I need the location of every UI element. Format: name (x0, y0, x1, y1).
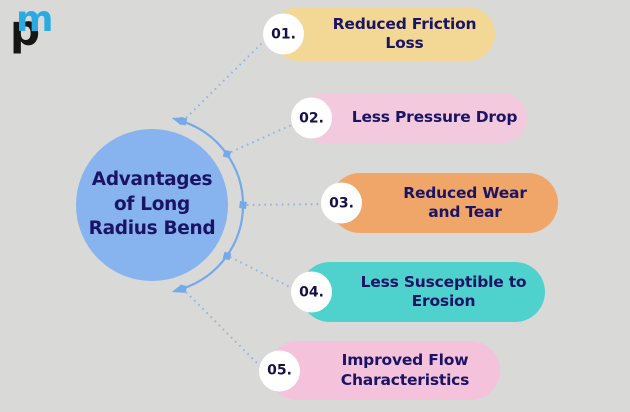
hub-circle: Advantages of Long Radius Bend (76, 129, 228, 281)
brand-logo: m p (6, 0, 60, 62)
arrowhead-top (171, 117, 184, 126)
node-1 (178, 117, 188, 126)
advantage-label-5: Improved Flow Characteristics (340, 351, 470, 389)
advantage-label-4: Less Susceptible to Erosion (360, 272, 527, 310)
node-5 (178, 284, 188, 293)
number-badge-1: 01. (263, 13, 304, 55)
node-3 (239, 201, 247, 209)
number-badge-2: 02. (291, 97, 332, 139)
logo-m-letter: m (16, 0, 54, 40)
advantage-label-1: Reduced Friction Loss (332, 14, 477, 52)
advantage-pill-2: 02. Less Pressure Drop (291, 93, 527, 143)
dotted-line-2 (230, 122, 297, 153)
logo-p-letter: p (10, 6, 41, 55)
dotted-line-4 (229, 256, 297, 291)
advantage-label-2: Less Pressure Drop (351, 108, 518, 127)
arrowhead-bottom (171, 284, 184, 293)
advantage-pill-5: 05. Improved Flow Characteristics (259, 341, 500, 400)
node-4 (222, 251, 232, 261)
number-badge-3: 03. (321, 182, 362, 224)
node-2 (222, 149, 232, 159)
dotted-line-5 (185, 291, 263, 369)
hub-title: Advantages of Long Radius Bend (88, 169, 216, 240)
advantage-pill-1: 01. Reduced Friction Loss (263, 7, 495, 61)
advantage-pill-3: 03. Reduced Wear and Tear (321, 173, 558, 233)
advantage-label-3: Reduced Wear and Tear (403, 183, 527, 221)
dotted-line-1 (185, 41, 264, 119)
advantage-pill-4: 04. Less Susceptible to Erosion (291, 262, 545, 322)
number-badge-5: 05. (259, 350, 300, 391)
dotted-line-3 (246, 203, 327, 206)
number-badge-4: 04. (291, 271, 332, 313)
